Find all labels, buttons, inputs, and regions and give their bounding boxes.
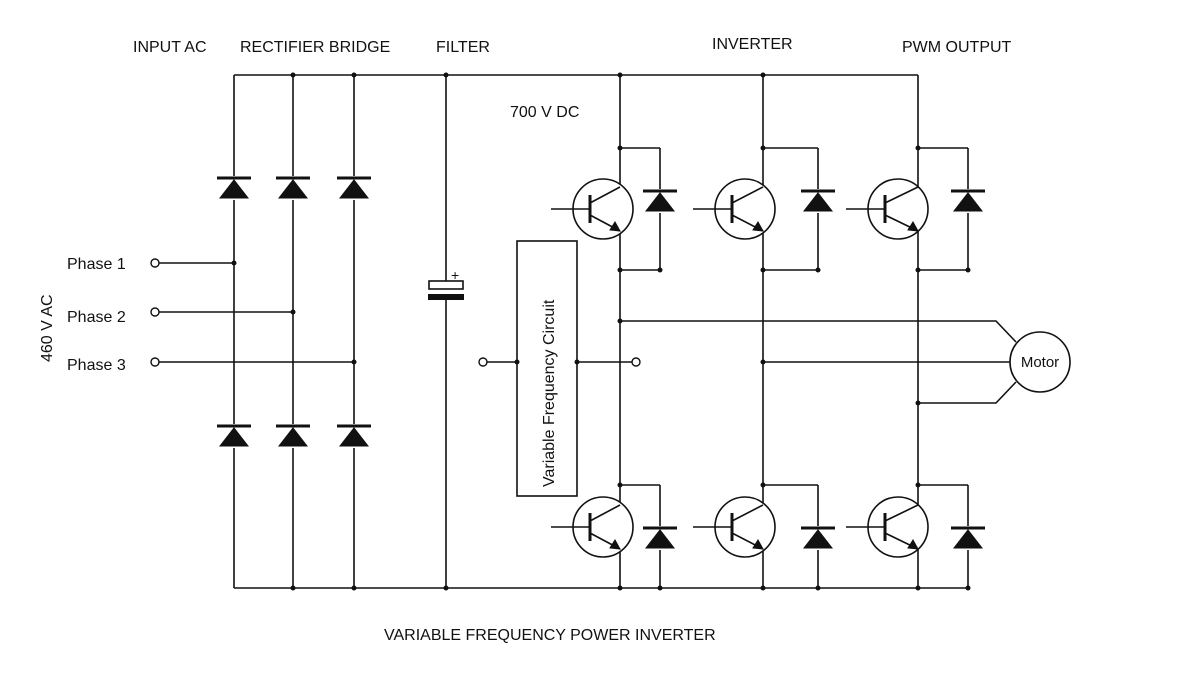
- rectifier-bridge: [233, 75, 355, 588]
- rectifier-diode-upper-2: [276, 176, 310, 200]
- inverter-transistor-lower-2: [693, 496, 776, 558]
- rectifier-diode-upper-3: [337, 176, 371, 200]
- motor-label: Motor: [1021, 354, 1059, 371]
- phase-1-input: [150, 258, 237, 268]
- inverter-transistor-upper-1: [551, 178, 634, 240]
- inverter-transistor-upper-2: [693, 178, 776, 240]
- label-inverter: INVERTER: [712, 36, 793, 53]
- phase-2-input: [150, 307, 296, 317]
- variable-frequency-circuit: Variable Frequency Circuit: [478, 240, 641, 497]
- rectifier-diode-lower-2: [276, 424, 310, 448]
- inverter-diode-lower-1: [643, 526, 677, 550]
- diagram-title: VARIABLE FREQUENCY POWER INVERTER: [384, 627, 716, 644]
- motor: Motor: [1009, 331, 1071, 393]
- rectifier-diode-lower-3: [337, 424, 371, 448]
- motor-circle: [1009, 331, 1071, 393]
- inverter-diode-lower-2: [801, 526, 835, 550]
- rectifier-diode-lower-1: [217, 424, 251, 448]
- label-phase-2: Phase 2: [67, 309, 126, 326]
- label-phase-3: Phase 3: [67, 357, 126, 374]
- vf-circuit-box: [516, 240, 578, 497]
- filter-capacitor: +: [428, 75, 464, 588]
- inverter-diode-lower-3: [951, 526, 985, 550]
- vf-circuit-label: Variable Frequency Circuit: [541, 299, 558, 487]
- inverter-diode-upper-1: [643, 189, 677, 213]
- inverter-diode-upper-2: [801, 189, 835, 213]
- label-phase-1: Phase 1: [67, 256, 126, 273]
- label-ac-voltage: 460 V AC: [39, 294, 56, 362]
- capacitor-plus-sign: +: [451, 267, 459, 283]
- phase-1-terminal: [150, 258, 160, 268]
- label-input-ac: INPUT AC: [133, 39, 207, 56]
- vf-output-terminal: [631, 357, 641, 367]
- label-filter: FILTER: [436, 39, 490, 56]
- phase-2-terminal: [150, 307, 160, 317]
- inverter-diode-upper-3: [951, 189, 985, 213]
- rectifier-diode-upper-1: [217, 176, 251, 200]
- phase-3-input: [150, 357, 357, 367]
- label-pwm-output: PWM OUTPUT: [902, 39, 1012, 56]
- phase-3-terminal: [150, 357, 160, 367]
- inverter-transistor-lower-3: [846, 496, 929, 558]
- inverter-transistor-upper-3: [846, 178, 929, 240]
- label-dc-voltage: 700 V DC: [510, 104, 579, 121]
- vf-input-terminal: [478, 357, 488, 367]
- inverter-transistor-lower-1: [551, 496, 634, 558]
- label-rectifier-bridge: RECTIFIER BRIDGE: [240, 39, 390, 56]
- motor-wiring: [617, 318, 1017, 406]
